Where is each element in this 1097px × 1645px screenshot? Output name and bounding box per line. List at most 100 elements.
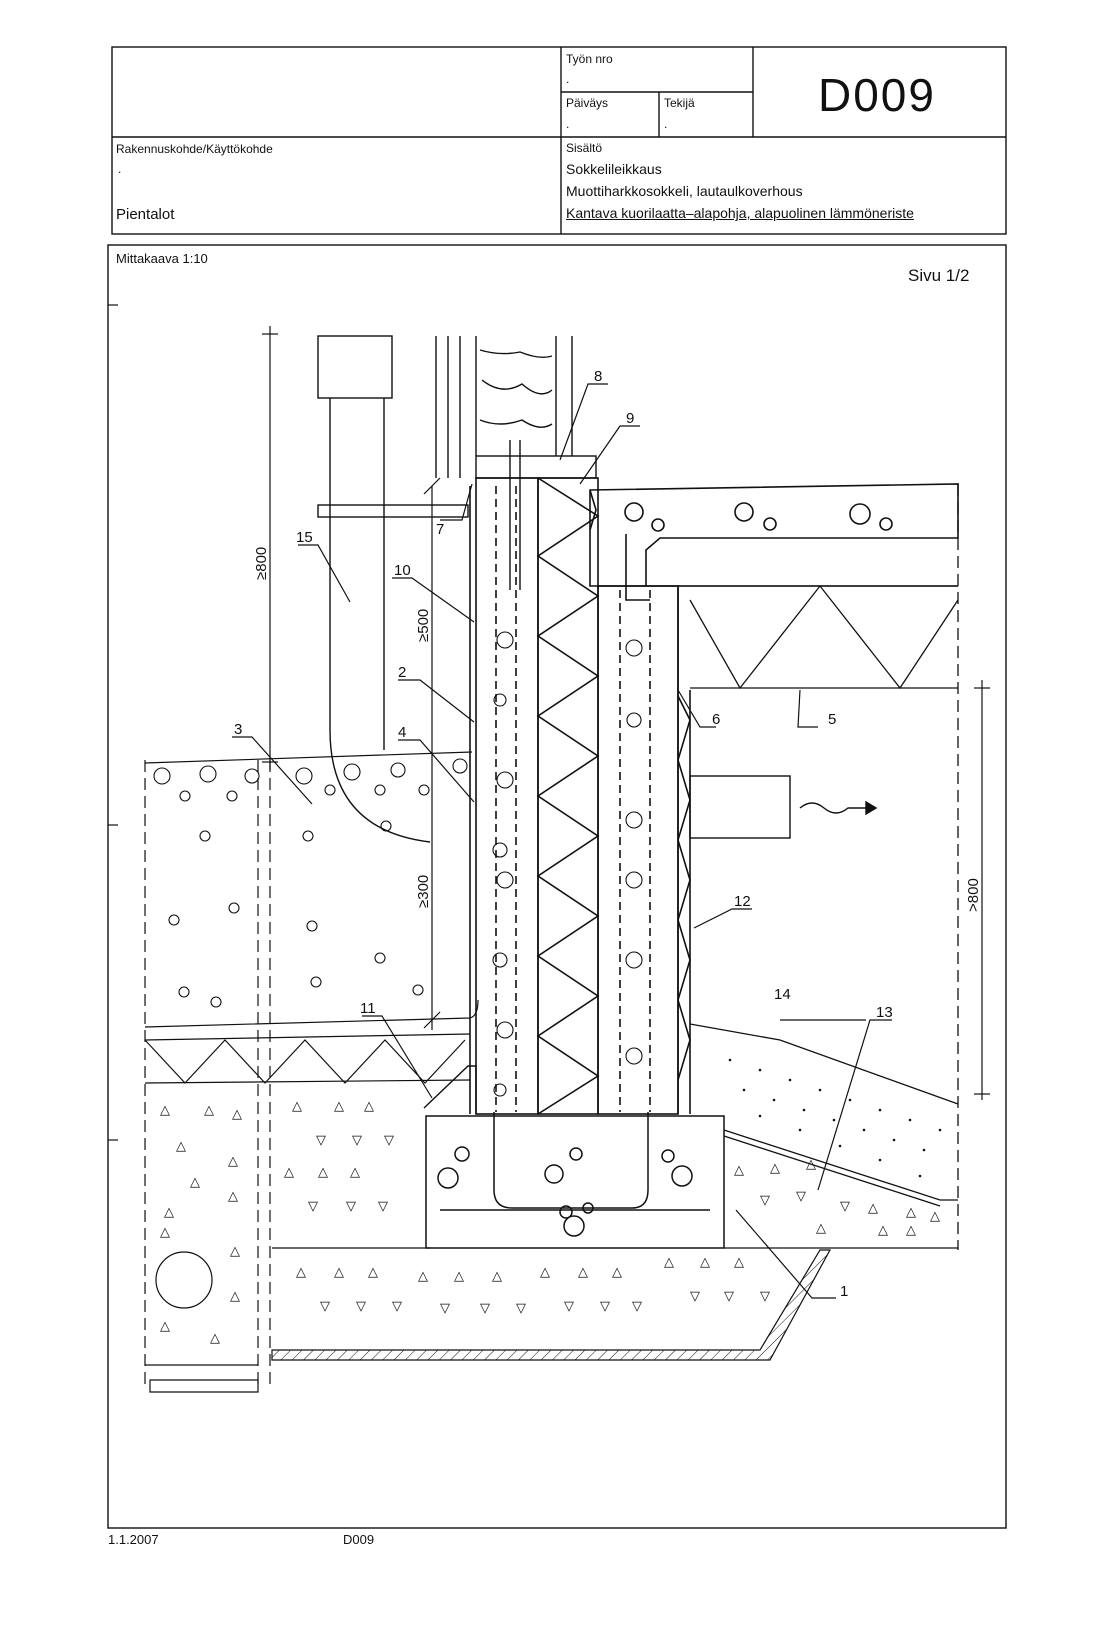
content-label: Sisältö [566,141,603,155]
footer-code: D009 [343,1532,375,1547]
timber-wall [435,336,597,590]
svg-text:△: △ [176,1139,186,1154]
content-line-2: Muottiharkkosokkeli, lautaulkoverhous [566,183,803,199]
svg-text:▽: ▽ [320,1299,330,1314]
svg-text:△: △ [906,1205,916,1220]
callout-9: 9 [626,410,634,427]
dim-800-right: >800 [965,878,982,912]
svg-text:△: △ [418,1269,428,1284]
svg-text:▽: ▽ [440,1301,450,1316]
foundation-wall [469,477,691,1115]
svg-text:▽: ▽ [352,1133,362,1148]
svg-text:△: △ [816,1221,826,1236]
svg-text:△: △ [210,1331,220,1346]
svg-text:△: △ [230,1289,240,1304]
svg-text:△: △ [232,1107,242,1122]
svg-text:▽: ▽ [600,1299,610,1314]
svg-text:△: △ [164,1205,174,1220]
scale-label: Mittakaava 1:10 [116,251,208,266]
callout-3: 3 [234,721,242,738]
project-label: Rakennuskohde/Käyttökohde [116,142,273,156]
page-label: Sivu 1/2 [908,266,970,285]
callout-11: 11 [360,1000,376,1017]
svg-text:▽: ▽ [316,1133,326,1148]
svg-text:▽: ▽ [378,1199,388,1214]
right-ground [689,1023,959,1249]
work-no-value: . [566,72,570,86]
block-cells [492,631,643,1097]
underslab-insulation [678,484,959,1250]
svg-text:▽: ▽ [516,1301,526,1316]
dim-800-left: ≥800 [253,547,270,580]
callout-8: 8 [594,368,602,385]
svg-text:▽: ▽ [384,1133,394,1148]
svg-text:△: △ [734,1255,744,1270]
leader-lines [232,383,892,1299]
svg-text:▽: ▽ [346,1199,356,1214]
svg-text:△: △ [612,1265,622,1280]
callout-14: 14 [774,986,791,1003]
sand-dots [728,1058,942,1178]
callout-5: 5 [828,711,836,728]
callout-10: 10 [394,562,411,579]
svg-text:△: △ [878,1223,888,1238]
project-value: . [118,162,122,176]
svg-text:△: △ [350,1165,360,1180]
ground-fill-left [144,751,479,1390]
svg-text:△: △ [204,1103,214,1118]
svg-text:▽: ▽ [632,1299,642,1314]
callout-2: 2 [398,664,406,681]
footer-date: 1.1.2007 [108,1532,159,1547]
svg-text:△: △ [284,1165,294,1180]
svg-text:▽: ▽ [356,1299,366,1314]
footing [425,1112,725,1249]
svg-text:△: △ [160,1319,170,1334]
flashing [423,1065,477,1114]
svg-text:△: △ [292,1099,302,1114]
svg-text:△: △ [318,1165,328,1180]
content-line-1: Sokkelileikkaus [566,161,662,177]
svg-text:△: △ [228,1154,238,1169]
project-type: Pientalot [116,206,175,223]
hollow-core-slab [589,483,959,601]
svg-text:△: △ [334,1265,344,1280]
svg-text:△: △ [190,1175,200,1190]
svg-text:▽: ▽ [760,1289,770,1304]
author-value: . [664,117,668,131]
svg-text:▽: ▽ [480,1301,490,1316]
svg-text:△: △ [664,1255,674,1270]
callout-12: 12 [734,893,751,910]
svg-text:△: △ [770,1161,780,1176]
compacted-gravel-pattern: △ △ △ △ △ △ △ △ △ △ △ △ △ △ △ △ ▽ ▽ ▽ △ △ △ ▽ ▽ ▽ △ △ △ △ △… [160,1099,940,1346]
dim-300: ≥300 [415,875,432,908]
callout-15: 15 [296,529,313,546]
gravel-pattern [153,758,468,1008]
svg-text:△: △ [230,1244,240,1259]
svg-text:▽: ▽ [690,1289,700,1304]
svg-text:△: △ [368,1265,378,1280]
content-line-3: Kantava kuorilaatta–alapohja, alapuoline… [566,205,914,221]
svg-text:△: △ [160,1225,170,1240]
svg-text:△: △ [930,1209,940,1224]
date-label: Päiväys [566,96,609,110]
drawing-frame [107,244,1007,1529]
svg-text:△: △ [734,1163,744,1178]
svg-text:△: △ [700,1255,710,1270]
svg-text:△: △ [364,1099,374,1114]
dimension-lines [262,326,990,1100]
svg-text:▽: ▽ [308,1199,318,1214]
svg-text:△: △ [334,1099,344,1114]
svg-text:△: △ [228,1189,238,1204]
svg-text:▽: ▽ [760,1193,770,1208]
svg-text:▽: ▽ [564,1299,574,1314]
svg-text:△: △ [906,1223,916,1238]
vent-pipe [689,775,878,839]
callout-4: 4 [398,724,406,741]
svg-text:△: △ [454,1269,464,1284]
downspout [317,335,469,843]
author-label: Tekijä [664,96,695,110]
svg-text:▽: ▽ [796,1189,806,1204]
svg-text:△: △ [492,1269,502,1284]
